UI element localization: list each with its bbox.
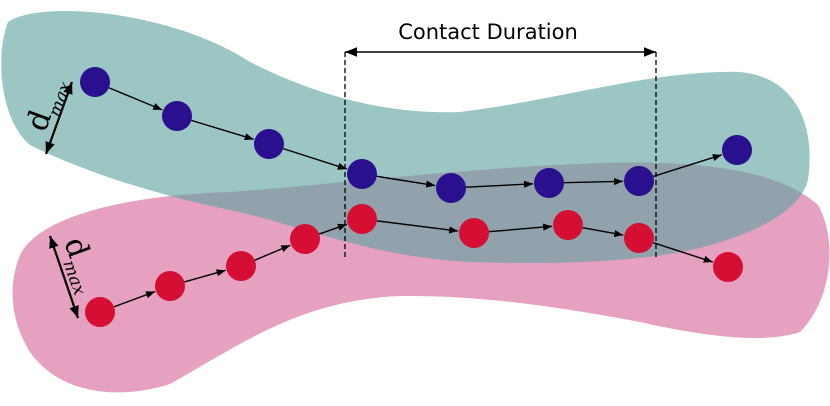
blue-trajectory-node-4 bbox=[347, 159, 377, 189]
blue-trajectory-edge-4 bbox=[376, 175, 436, 188]
red-trajectory-edge-7 bbox=[582, 227, 624, 238]
red-trajectory-edge-5 bbox=[376, 220, 459, 234]
red-trajectory-edge-8 bbox=[653, 241, 714, 263]
blue-trajectory-edge-7 bbox=[653, 154, 722, 178]
dmax-arrow-bottom bbox=[48, 235, 80, 319]
blue-trajectory-node-6 bbox=[534, 168, 564, 198]
blue-trajectory-node-8 bbox=[722, 135, 752, 165]
blue-trajectory-node-2 bbox=[162, 101, 192, 131]
red-trajectory-node-2 bbox=[155, 271, 185, 301]
red-trajectory-node-7 bbox=[553, 210, 583, 240]
red-trajectory-node-3 bbox=[226, 251, 256, 281]
blue-trajectory-edge-1 bbox=[108, 87, 163, 111]
red-trajectory-node-6 bbox=[459, 218, 489, 248]
red-trajectory-node-9 bbox=[713, 252, 743, 282]
red-trajectory-node-5 bbox=[347, 204, 377, 234]
blue-trajectory-edge-6 bbox=[563, 177, 624, 186]
red-trajectory-edge-6 bbox=[488, 223, 553, 233]
blue-trajectory-node-1 bbox=[80, 67, 110, 97]
red-trajectory-edge-3 bbox=[254, 244, 291, 261]
blue-trajectory-edge-5 bbox=[465, 180, 534, 188]
blue-trajectory-node-3 bbox=[254, 129, 284, 159]
blue-trajectory-node-7 bbox=[624, 166, 654, 196]
red-trajectory-edge-2 bbox=[184, 269, 226, 283]
red-trajectory-edge-1 bbox=[113, 290, 156, 308]
blue-trajectory-node-5 bbox=[436, 173, 466, 203]
blue-trajectory-edge-2 bbox=[191, 119, 254, 141]
dmax-arrow-top bbox=[44, 81, 74, 155]
blue-trajectory-region bbox=[1, 11, 810, 264]
contact-duration-label: Contact Duration bbox=[398, 20, 578, 44]
trajectory-edges bbox=[108, 87, 722, 308]
trajectory-nodes bbox=[80, 67, 752, 327]
red-trajectory-node-1 bbox=[85, 297, 115, 327]
red-trajectory-node-4 bbox=[290, 224, 320, 254]
red-trajectory-edge-4 bbox=[318, 223, 348, 235]
blue-trajectory-edge-3 bbox=[283, 147, 347, 170]
red-trajectory-node-8 bbox=[624, 223, 654, 253]
